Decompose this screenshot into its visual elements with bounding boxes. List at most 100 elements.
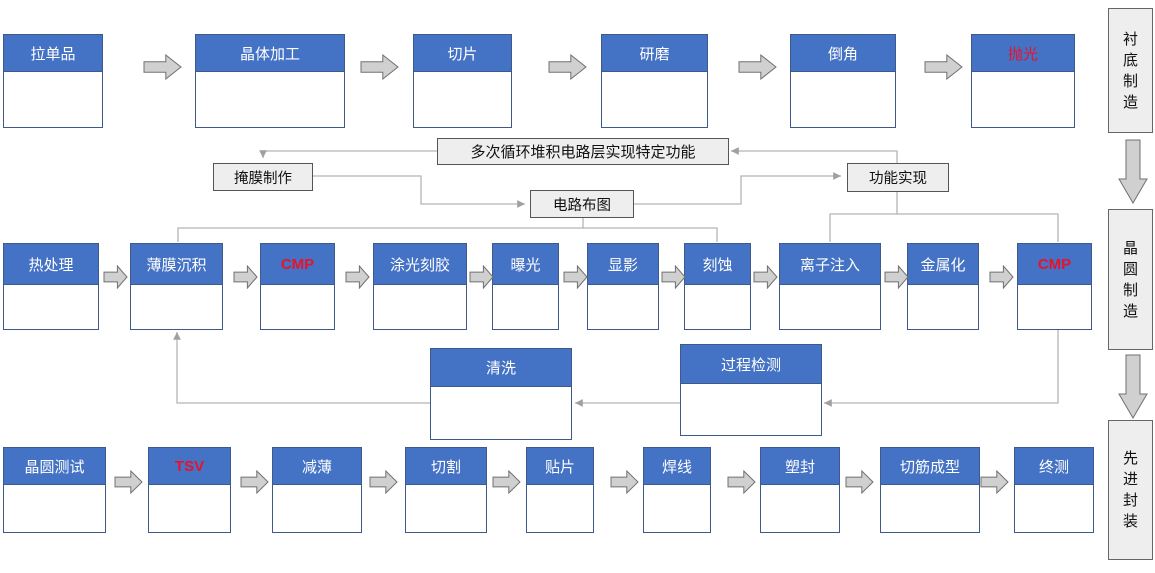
flow-arrow-icon	[661, 265, 686, 289]
stage-down-arrow-icon	[1118, 139, 1148, 204]
stage-char: 衬	[1122, 29, 1138, 48]
step-title: 晶体加工	[196, 35, 344, 72]
row2-step-7: 离子注入	[779, 243, 881, 330]
flow-arrow-icon	[989, 265, 1014, 289]
row3-step-8: 终测	[1014, 447, 1094, 533]
flow-arrow-icon	[727, 470, 756, 494]
flow-arrow-icon	[103, 265, 128, 289]
return-step-0: 清洗	[430, 348, 572, 440]
step-title: 切片	[414, 35, 511, 72]
mask-making-box: 掩膜制作	[213, 163, 313, 191]
step-title: 刻蚀	[685, 244, 750, 285]
row2-step-4: 曝光	[492, 243, 559, 330]
flow-arrow-icon	[548, 54, 587, 80]
step-title: 热处理	[4, 244, 98, 285]
row2-step-0: 热处理	[3, 243, 99, 330]
step-title: CMP	[1018, 244, 1091, 285]
step-title: 离子注入	[780, 244, 880, 285]
stage-char: 底	[1122, 50, 1138, 69]
flow-arrow-icon	[738, 54, 777, 80]
step-title: 切割	[406, 448, 486, 485]
stage-label-1: 晶圆制造	[1108, 209, 1153, 350]
step-title: 涂光刻胶	[374, 244, 466, 285]
step-title: 拉单品	[4, 35, 102, 72]
flow-arrow-icon	[143, 54, 182, 80]
line-function-branch	[829, 192, 898, 242]
row3-step-7: 切筋成型	[880, 447, 980, 533]
flow-arrow-icon	[369, 470, 398, 494]
row2-step-1: 薄膜沉积	[130, 243, 223, 330]
flow-arrow-icon	[610, 470, 639, 494]
step-title: 显影	[588, 244, 658, 285]
line-layout-branch	[177, 217, 584, 242]
stage-label-2: 先进封装	[1108, 420, 1153, 560]
step-title: 减薄	[273, 448, 361, 485]
row1-step-0: 拉单品	[3, 34, 103, 128]
cycle-label-box: 多次循环堆积电路层实现特定功能	[437, 138, 729, 165]
stage-char: 晶	[1122, 238, 1138, 257]
row2-step-8: 金属化	[907, 243, 979, 330]
line-layout-to-function	[634, 172, 841, 205]
step-title: 晶圆测试	[4, 448, 105, 485]
step-title: 焊线	[644, 448, 710, 485]
flow-arrow-icon	[345, 265, 370, 289]
line-mask-to-layout	[313, 175, 525, 208]
stage-char: 制	[1122, 71, 1138, 90]
row3-step-3: 切割	[405, 447, 487, 533]
flow-arrow-icon	[753, 265, 778, 289]
row2-step-2: CMP	[260, 243, 335, 330]
step-title: 贴片	[527, 448, 593, 485]
row2-step-9: CMP	[1017, 243, 1092, 330]
circuit-layout-box: 电路布图	[530, 190, 634, 218]
row2-step-3: 涂光刻胶	[373, 243, 467, 330]
stage-char: 制	[1122, 280, 1138, 299]
flow-arrow-icon	[980, 470, 1009, 494]
stage-label-0: 衬底制造	[1108, 8, 1153, 133]
row3-step-6: 塑封	[760, 447, 840, 533]
step-title: 薄膜沉积	[131, 244, 222, 285]
row3-step-1: TSV	[148, 447, 231, 533]
line-cycle-to-mask	[259, 150, 437, 158]
function-realization-box: 功能实现	[847, 163, 949, 192]
line-function-to-cycle	[731, 147, 898, 163]
row1-step-4: 倒角	[790, 34, 896, 128]
row1-step-2: 切片	[413, 34, 512, 128]
row1-step-5: 抛光	[971, 34, 1075, 128]
step-title: 曝光	[493, 244, 558, 285]
step-title: 塑封	[761, 448, 839, 485]
flow-arrow-icon	[563, 265, 588, 289]
step-title: 切筋成型	[881, 448, 979, 485]
row3-step-0: 晶圆测试	[3, 447, 106, 533]
stage-char: 进	[1122, 470, 1138, 488]
step-title: CMP	[261, 244, 334, 285]
row3-step-2: 减薄	[272, 447, 362, 533]
line-return-loop	[824, 330, 1059, 407]
flow-arrow-icon	[114, 470, 143, 494]
flow-arrow-icon	[492, 470, 521, 494]
stage-down-arrow-icon	[1118, 354, 1148, 419]
flow-arrow-icon	[884, 265, 909, 289]
flow-arrow-icon	[233, 265, 258, 289]
row1-step-1: 晶体加工	[195, 34, 345, 128]
stage-char: 造	[1122, 92, 1138, 111]
step-title: 倒角	[791, 35, 895, 72]
flow-arrow-icon	[469, 265, 494, 289]
flow-arrow-icon	[845, 470, 874, 494]
step-title: 金属化	[908, 244, 978, 285]
return-step-1: 过程检测	[680, 344, 822, 436]
row2-step-5: 显影	[587, 243, 659, 330]
stage-char: 装	[1122, 512, 1138, 530]
stage-char: 先	[1122, 449, 1138, 467]
step-title: 抛光	[972, 35, 1074, 72]
step-title: 过程检测	[681, 345, 821, 384]
flow-arrow-icon	[240, 470, 269, 494]
step-title: TSV	[149, 448, 230, 485]
row3-step-5: 焊线	[643, 447, 711, 533]
step-title: 研磨	[602, 35, 707, 72]
flow-arrow-icon	[360, 54, 399, 80]
step-title: 清洗	[431, 349, 571, 387]
flow-arrow-icon	[924, 54, 963, 80]
stage-char: 造	[1122, 301, 1138, 320]
row3-step-4: 贴片	[526, 447, 594, 533]
